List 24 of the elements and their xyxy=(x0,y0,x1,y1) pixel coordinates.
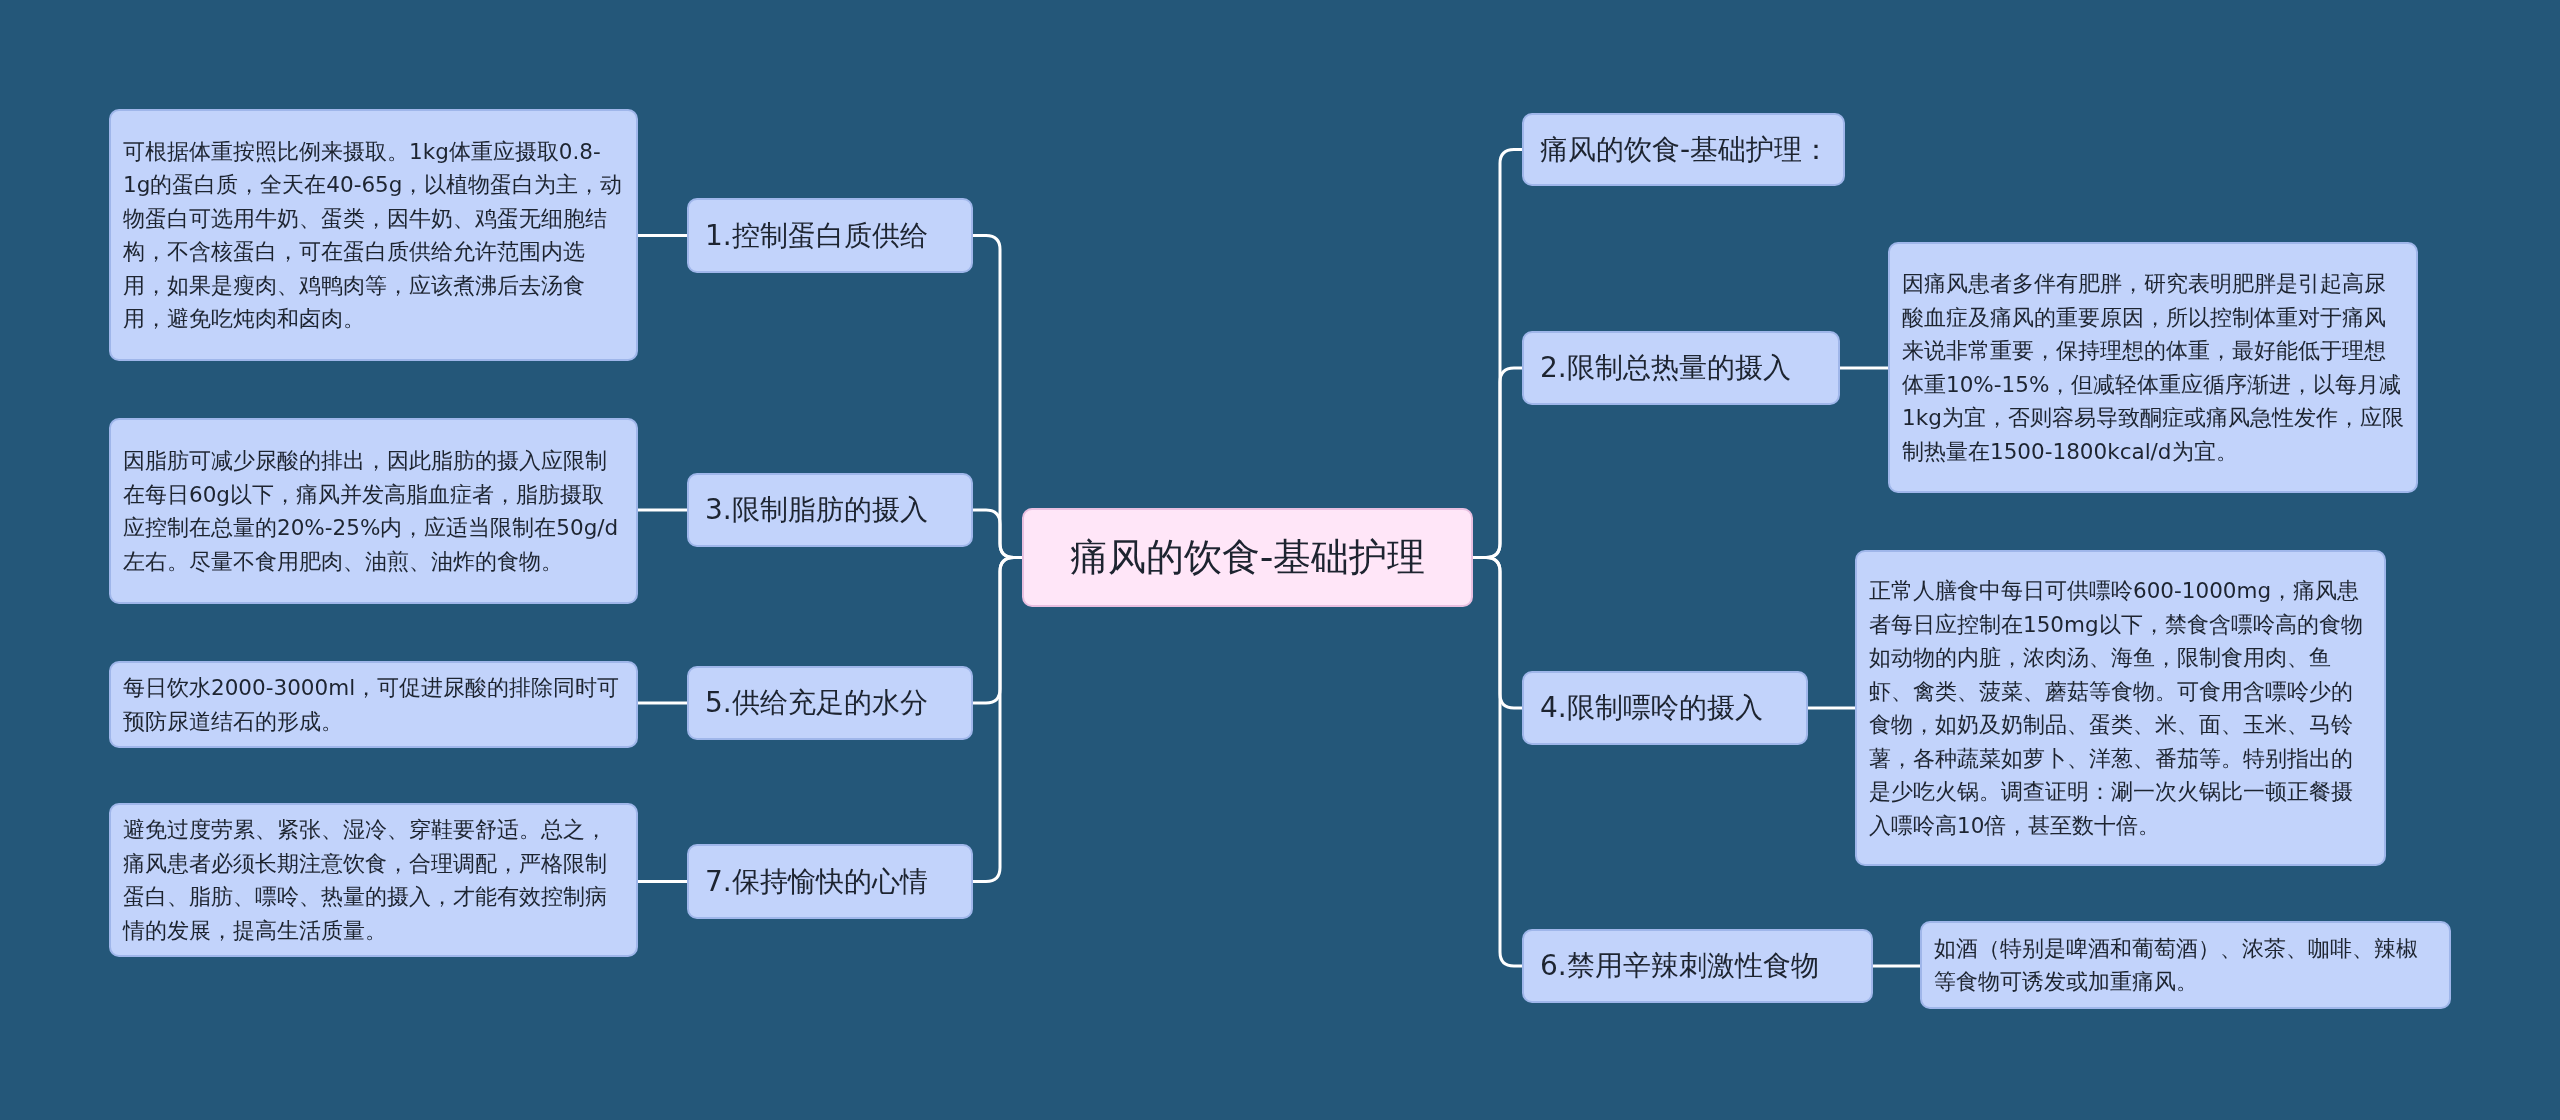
connector-line xyxy=(1873,964,1920,968)
connector-line xyxy=(638,880,687,883)
connector-line xyxy=(638,234,687,237)
connector-line xyxy=(1840,366,1888,370)
note-box: 正常人膳食中每日可供嘌呤600-1000mg，痛风患者每日应控制在150mg以下，禁食含嘌呤高的食物如动物的内脏，浓肉汤、海鱼，限制食用肉、鱼虾、禽类、菠菜、蘑菇等食物。可食用含嘌呤少的食物，如奶及奶制品、蛋类、米、面、玉米、马铃薯，各种蔬菜如萝卜、洋葱、番茄等。特别指出的是少吃火锅。调查证明：涮一次火锅比一顿正餐摄入嘌呤高10倍，甚至数十倍。 xyxy=(1855,550,2386,866)
topic-box: 痛风的饮食-基础护理： xyxy=(1522,113,1845,186)
note-box: 避免过度劳累、紧张、湿冷、穿鞋要舒适。总之，痛风患者必须长期注意饮食，合理调配，严格限制蛋白、脂肪、嘌呤、热量的摄入，才能有效控制病情的发展，提高生活质量。 xyxy=(109,803,638,957)
note-box: 每日饮水2000-3000ml，可促进尿酸的排除同时可预防尿道结石的形成。 xyxy=(109,661,638,748)
connector-line xyxy=(638,508,687,512)
note-box: 如酒（特别是啤酒和葡萄酒）、浓茶、咖啡、辣椒等食物可诱发或加重痛风。 xyxy=(1920,921,2451,1009)
note-box: 因痛风患者多伴有肥胖，研究表明肥胖是引起高尿酸血症及痛风的重要原因，所以控制体重对于痛风来说非常重要，保持理想的体重，最好能低于理想体重10%-15%，但减轻体重应循序渐进，以每月减1kg为宜，否则容易导致酮症或痛风急性发作，应限制热量在1500-1800kcal/d为宜。 xyxy=(1888,242,2418,493)
topic-box: 3.限制脂肪的摄入 xyxy=(687,473,973,547)
topic-box: 4.限制嘌呤的摄入 xyxy=(1522,671,1808,745)
topic-box: 7.保持愉快的心情 xyxy=(687,844,973,919)
central-topic-box: 痛风的饮食-基础护理 xyxy=(1022,508,1473,607)
connector-line xyxy=(638,701,687,705)
topic-box: 1.控制蛋白质供给 xyxy=(687,198,973,273)
topic-box: 2.限制总热量的摄入 xyxy=(1522,331,1840,405)
connector-line xyxy=(1808,706,1855,710)
connector-line xyxy=(1473,556,1522,968)
topic-box: 6.禁用辛辣刺激性食物 xyxy=(1522,929,1873,1003)
note-box: 可根据体重按照比例来摄取。1kg体重应摄取0.8-1g的蛋白质，全天在40-65g，以植物蛋白为主，动物蛋白可选用牛奶、蛋类，因牛奶、鸡蛋无细胞结构，不含核蛋白，可在蛋白质供给允许范围内选用，如果是瘦肉、鸡鸭肉等，应该煮沸后去汤食用，避免吃炖肉和卤肉。 xyxy=(109,109,638,361)
note-box: 因脂肪可减少尿酸的排出，因此脂肪的摄入应限制在每日60g以下，痛风并发高脂血症者，脂肪摄取应控制在总量的20%-25%内，应适当限制在50g/d左右。尽量不食用肥肉、油煎、油炸的食物。 xyxy=(109,418,638,604)
topic-box: 5.供给充足的水分 xyxy=(687,666,973,740)
